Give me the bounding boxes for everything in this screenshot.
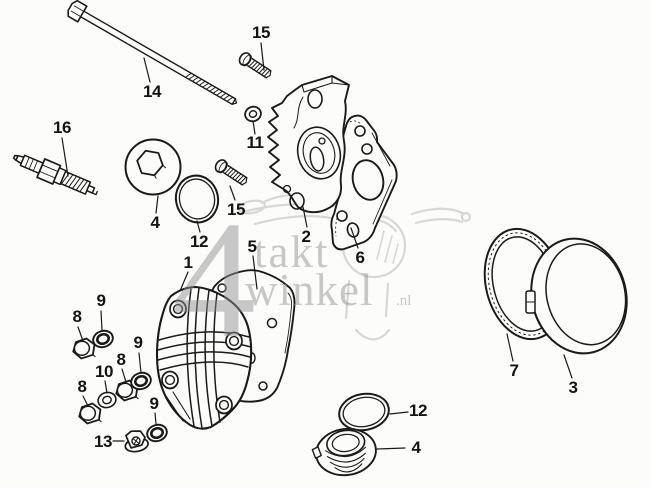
flange-nut-13 xyxy=(124,430,149,453)
sealing-washer-11 xyxy=(244,105,262,123)
filler-cap-4 xyxy=(124,138,182,196)
side-cap-3 xyxy=(525,237,628,355)
cap-nut-8-low xyxy=(76,401,104,426)
stud-bolt-14 xyxy=(67,0,238,105)
side-gasket-6 xyxy=(330,114,398,251)
leader-lines xyxy=(61,42,573,450)
bolt-hole xyxy=(215,395,233,415)
tappet-oring-12 xyxy=(338,392,390,432)
filler-oring-12 xyxy=(174,174,220,224)
washer-9-low xyxy=(143,421,171,445)
head-cover-1 xyxy=(155,285,253,430)
bolt-hole xyxy=(161,370,179,390)
screw-15-side xyxy=(212,157,251,189)
bolt-hole xyxy=(225,331,243,351)
spark-plug-16 xyxy=(12,154,98,196)
plain-washer-10 xyxy=(97,391,117,409)
bolt-hole xyxy=(169,299,187,319)
side-cover-2 xyxy=(267,75,350,214)
tappet-cap-4 xyxy=(311,427,377,477)
screw-15-top xyxy=(236,50,275,82)
